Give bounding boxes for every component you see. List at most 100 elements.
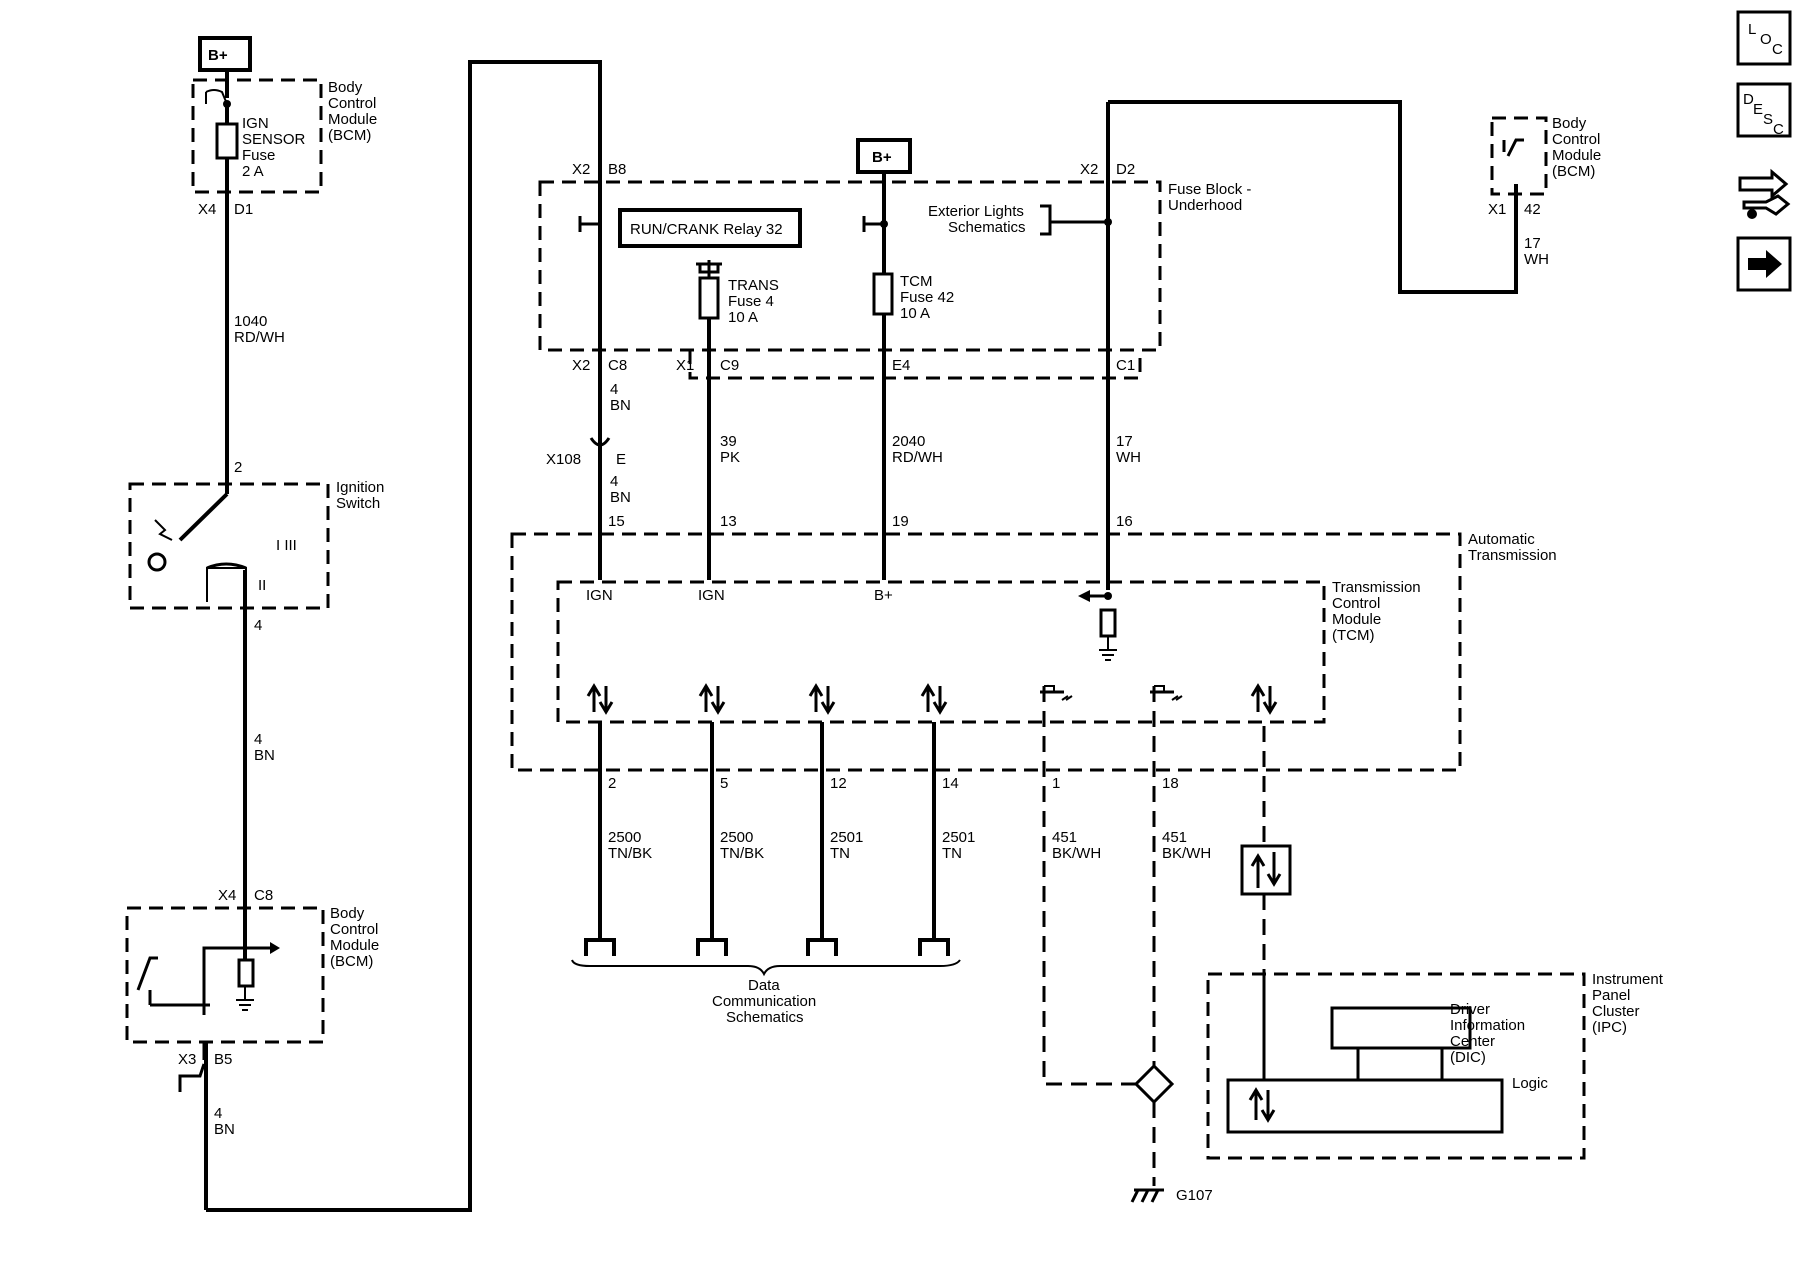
bcm-bottom-label: Body Control Module (BCM) <box>330 905 379 970</box>
ignition-pos-iii: I III <box>276 537 297 554</box>
dic-box <box>1330 1006 1472 1050</box>
bidi-arrow-icon <box>808 683 836 715</box>
splice-pin: E <box>616 451 626 468</box>
ignition-key-icon <box>147 552 167 572</box>
svg-text:Panel: Panel <box>1592 987 1630 1004</box>
fuse-block-pin-d2: D2 <box>1116 161 1135 178</box>
ignition-lock-icon <box>154 519 173 541</box>
ipc-logic-label: Logic <box>1512 1075 1548 1092</box>
tcm-input-bplus: B+ <box>874 587 893 604</box>
bcm-resistor-icon <box>237 958 255 988</box>
svg-text:(TCM): (TCM) <box>1332 627 1374 644</box>
ipc-bidi-icon <box>1248 1087 1276 1123</box>
wire-w1b-num: 4 <box>610 473 618 490</box>
bcm-bottom-box <box>125 906 325 1044</box>
bplus-label: B+ <box>208 47 228 64</box>
wire-w1b-color: BN <box>610 489 631 506</box>
wire-1040-num: 1040 <box>234 313 267 330</box>
bcm-bottom-connector: X3 <box>178 1051 196 1068</box>
wire-451-bkwh-1 <box>1042 686 1138 1086</box>
wire-4-bn-left-color: BN <box>254 747 275 764</box>
svg-text:10 A: 10 A <box>728 309 758 326</box>
tcm-pin-15: 15 <box>608 513 625 530</box>
svg-text:Automatic: Automatic <box>1468 531 1535 548</box>
fuse-block-pin-c1: C1 <box>1116 357 1135 374</box>
tcm-pin-16: 16 <box>1116 513 1133 530</box>
next-arrow-button[interactable] <box>1736 236 1792 292</box>
svg-text:IGN: IGN <box>242 115 269 132</box>
svg-text:Body: Body <box>328 79 363 96</box>
wire-w4-num: 17 <box>1116 433 1133 450</box>
svg-text:10 A: 10 A <box>900 305 930 322</box>
fuse-block-pin-c9: C9 <box>720 357 739 374</box>
tcm-label: Transmission Control Module (TCM) <box>1332 579 1421 644</box>
run-crank-relay: RUN/CRANK Relay 32 <box>618 208 802 248</box>
fuse-block-label: Fuse Block - Underhood <box>1168 181 1251 214</box>
svg-text:Information: Information <box>1450 1017 1525 1034</box>
wire-451-a-color: BK/WH <box>1052 845 1101 862</box>
svg-text:Switch: Switch <box>336 495 380 512</box>
wire-4-bn-bottom-num: 4 <box>214 1105 222 1122</box>
tcm-fuse-icon <box>872 272 894 316</box>
bcm-right-box <box>1490 116 1548 196</box>
svg-text:Data: Data <box>748 977 780 994</box>
svg-text:Module: Module <box>328 111 377 128</box>
ipc-box <box>1206 972 1586 1160</box>
ignition-pin-top: 2 <box>234 459 242 476</box>
wire-w3-num: 2040 <box>892 433 925 450</box>
bcm-input-arrow <box>202 946 270 1015</box>
svg-text:Control: Control <box>1332 595 1380 612</box>
ignition-switch-label: Ignition Switch <box>336 479 384 512</box>
desc-button[interactable]: D E S C <box>1736 82 1792 138</box>
svg-text:Module: Module <box>1332 611 1381 628</box>
fuse-block-pin-e4: E4 <box>892 357 910 374</box>
svg-text:Center: Center <box>1450 1033 1495 1050</box>
tcm-ground-icon <box>1099 649 1117 661</box>
wire-17-wh-top <box>1108 100 1518 294</box>
desc-letter-2: E <box>1753 101 1763 118</box>
ign-sensor-fuse-icon <box>215 122 239 160</box>
loc-letter-3: C <box>1772 41 1783 58</box>
svg-text:Fuse Block -: Fuse Block - <box>1168 181 1251 198</box>
wire-2501-a-num: 2501 <box>830 829 863 846</box>
ignition-switch-blade <box>178 492 229 542</box>
svg-text:(BCM): (BCM) <box>330 953 373 970</box>
svg-text:Ignition: Ignition <box>336 479 384 496</box>
data-comm-bracket <box>571 959 961 977</box>
svg-text:Transmission: Transmission <box>1468 547 1557 564</box>
ignition-switch-box <box>128 482 330 610</box>
tcm-data-arrows <box>586 683 1278 715</box>
loc-button[interactable]: L O C <box>1736 10 1792 66</box>
fuse-block-connector-d2: X2 <box>1080 161 1098 178</box>
svg-text:Module: Module <box>1552 147 1601 164</box>
bcm-ground-icon <box>236 999 254 1011</box>
trans-fuse-icon <box>698 276 720 320</box>
bcm-right-connector: X1 <box>1488 201 1506 218</box>
wire-4-bn-bottom-color: BN <box>214 1121 235 1138</box>
g107-ground-icon <box>1130 1188 1164 1203</box>
wire-2501-b-num: 2501 <box>942 829 975 846</box>
wire-4-bn-loop <box>206 60 602 1212</box>
wire-2501-a-color: TN <box>830 845 850 862</box>
bcm-top-connector: X4 <box>198 201 216 218</box>
bcm-right-wire-num: 17 <box>1524 235 1541 252</box>
automatic-transmission-box <box>510 532 1462 772</box>
wire-w1-color: BN <box>610 397 631 414</box>
tcm-pin-12: 12 <box>830 775 847 792</box>
ground-splice-icon <box>1133 1063 1175 1105</box>
wire-1040-color: RD/WH <box>234 329 285 346</box>
svg-text:Cluster: Cluster <box>1592 1003 1640 1020</box>
fuse-block-box <box>538 180 1162 352</box>
data-communication-link[interactable]: Data Communication Schematics <box>712 977 816 1026</box>
svg-text:Underhood: Underhood <box>1168 197 1242 214</box>
data-line-wire <box>918 722 950 956</box>
svg-text:Fuse: Fuse <box>242 147 275 164</box>
bcm-bottom-switch-icon <box>136 956 158 991</box>
connector-view-icon[interactable] <box>1738 168 1791 219</box>
ign-sensor-fuse-label: IGN SENSOR Fuse 2 A <box>242 115 306 180</box>
exterior-lights-link[interactable]: Exterior Lights Schematics <box>928 203 1026 236</box>
svg-text:Module: Module <box>330 937 379 954</box>
svg-text:Body: Body <box>1552 115 1587 132</box>
bidi-arrow-icon <box>920 683 948 715</box>
fuse-block-connector-b8: X2 <box>572 161 590 178</box>
